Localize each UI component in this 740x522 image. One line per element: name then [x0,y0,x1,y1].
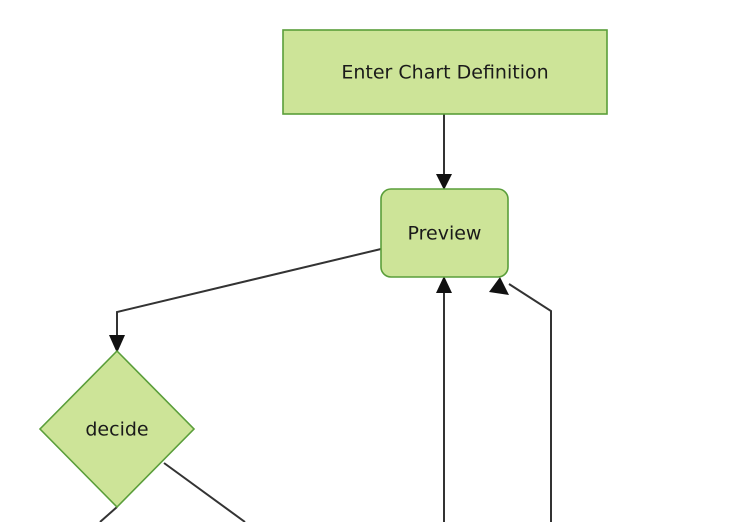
node-decide[interactable]: decide [38,349,196,509]
edge-enter-to-preview[interactable] [436,114,452,190]
node-preview-label: Preview [408,223,482,245]
edge-into-preview-bottom-right-arrowhead [489,277,509,295]
edge-decide-out-right-line [163,462,246,522]
node-preview[interactable]: Preview [380,188,509,278]
edge-layer [99,114,552,522]
node-enter-chart-definition-shape [282,29,608,115]
edge-into-preview-bottom-right[interactable] [489,277,552,522]
edge-decide-out-left[interactable] [99,506,118,522]
edge-preview-to-decide[interactable] [109,248,382,353]
edge-into-preview-bottom-arrowhead [436,276,452,293]
edge-preview-to-decide-line [116,248,382,343]
edge-preview-to-decide-arrowhead [109,335,125,353]
edge-decide-out-right[interactable] [163,462,246,522]
edge-decide-out-left-line [99,506,118,522]
edge-enter-to-preview-arrowhead [436,174,452,190]
node-layer: Enter Chart Definition Preview decide [38,29,608,509]
edge-into-preview-bottom[interactable] [436,276,452,522]
node-enter-chart-definition[interactable]: Enter Chart Definition [282,29,608,115]
node-decide-shape [38,349,196,509]
node-decide-label: decide [85,419,148,441]
node-enter-chart-definition-label: Enter Chart Definition [341,62,548,84]
edge-into-preview-bottom-right-line [508,283,552,522]
node-preview-shape [380,188,509,278]
